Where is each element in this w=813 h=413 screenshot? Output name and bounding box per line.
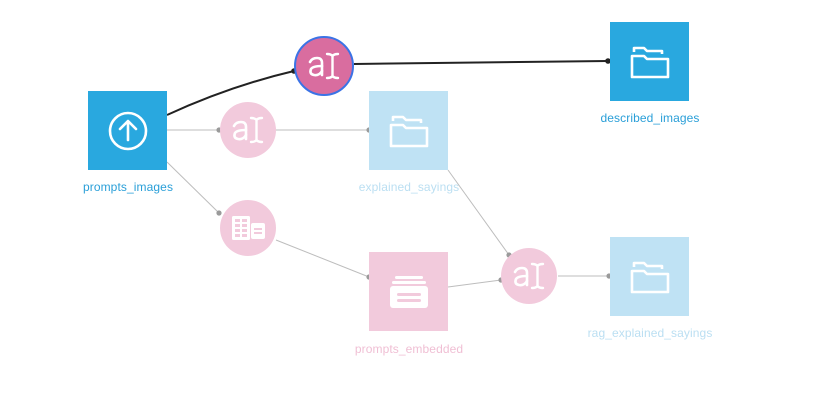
llm-recipe-icon [308, 52, 340, 80]
edge-embedded-to-rag-recipe [447, 279, 502, 288]
edge-explained-to-rag-recipe [447, 169, 510, 256]
embedded-folder-icon [389, 275, 428, 308]
dataset-label-explained-sayings: explained_sayings [358, 180, 460, 194]
dataset-label-prompts-images: prompts_images [82, 180, 174, 194]
edge-endpoint [605, 58, 611, 64]
folder-icon [389, 115, 428, 147]
dataset-prompts-images[interactable] [88, 91, 167, 170]
edge-endpoint [216, 210, 222, 216]
dataset-explained-sayings[interactable] [369, 91, 448, 170]
llm-recipe-icon [232, 116, 264, 144]
edge-prompts-to-embed-recipe [166, 161, 220, 214]
recipe-llm-rag[interactable] [501, 248, 557, 304]
recipe-llm-explain[interactable] [220, 102, 276, 158]
folder-icon [630, 46, 669, 78]
dataset-rag-explained-sayings[interactable] [610, 237, 689, 316]
edge-embed-recipe-to-embedded [275, 239, 370, 278]
dataset-label-described-images: described_images [600, 111, 700, 125]
recipe-llm-describe[interactable] [294, 36, 354, 96]
upload-icon [108, 111, 147, 150]
llm-recipe-icon [513, 262, 545, 290]
dataset-label-prompts-embedded: prompts_embedded [354, 342, 464, 356]
embed-recipe-icon [232, 216, 265, 240]
dataset-prompts-embedded[interactable] [369, 252, 448, 331]
edge-prompts-to-describe-recipe [166, 70, 295, 116]
dataset-label-rag-explained-sayings: rag_explained_sayings [587, 326, 713, 340]
dataset-described-images[interactable] [610, 22, 689, 101]
recipe-embed[interactable] [220, 200, 276, 256]
edge-describe-recipe-to-described [353, 60, 609, 65]
folder-icon [630, 261, 669, 293]
